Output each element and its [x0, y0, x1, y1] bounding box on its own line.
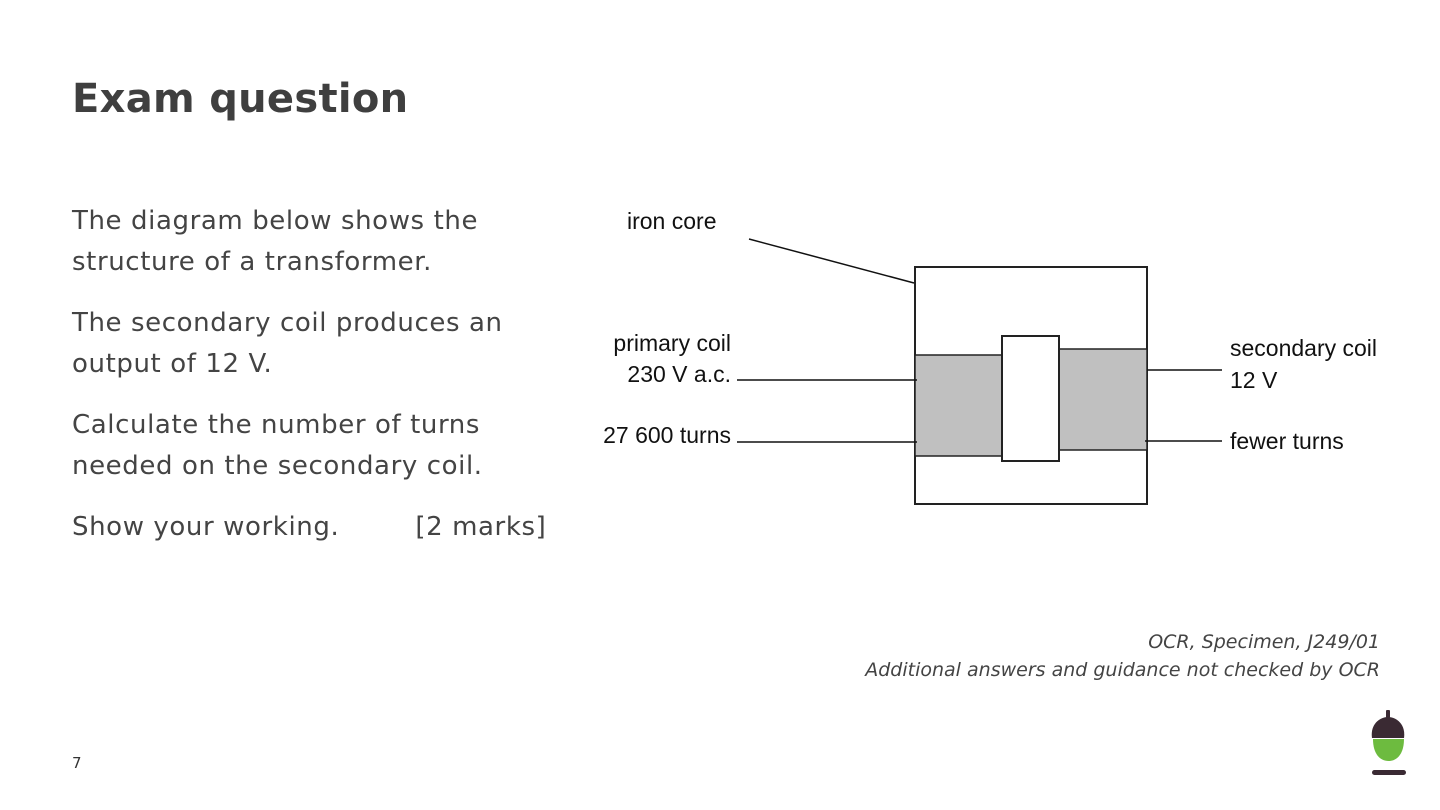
- central-core-limb: [1001, 335, 1060, 462]
- iron-core-leader: [748, 238, 915, 284]
- primary-coil-block: [914, 354, 1004, 457]
- show-working-text: Show your working.: [72, 512, 340, 542]
- acorn-icon: [1371, 710, 1406, 775]
- label-secondary-voltage: 12 V: [1230, 367, 1278, 393]
- label-secondary-coil: secondary coil: [1230, 335, 1377, 361]
- source-line-2: Additional answers and guidance not chec…: [865, 659, 1380, 681]
- secondary-coil-block: [1058, 348, 1148, 451]
- marks-text: [2 marks]: [415, 512, 547, 542]
- question-paragraph-1: The diagram below shows the structure of…: [72, 206, 479, 277]
- slide-title: Exam question: [72, 76, 409, 122]
- question-paragraph-4: Show your working. [2 marks]: [72, 507, 552, 548]
- page-number: 7: [72, 754, 82, 772]
- source-credit: OCR, Specimen, J249/01 Additional answer…: [865, 628, 1380, 684]
- label-iron-core: iron core: [627, 208, 716, 234]
- label-secondary-turns: fewer turns: [1230, 428, 1344, 454]
- source-line-1: OCR, Specimen, J249/01: [1148, 631, 1380, 653]
- label-primary-coil: primary coil: [613, 330, 731, 356]
- question-text: The diagram below shows the structure of…: [72, 201, 552, 568]
- label-primary-turns: 27 600 turns: [603, 422, 731, 448]
- transformer-diagram: iron core primary coil 230 V a.c. 27 600…: [603, 208, 1377, 505]
- question-paragraph-2: The secondary coil produces an output of…: [72, 308, 503, 379]
- label-primary-voltage: 230 V a.c.: [627, 361, 731, 387]
- question-paragraph-3: Calculate the number of turns needed on …: [72, 410, 483, 481]
